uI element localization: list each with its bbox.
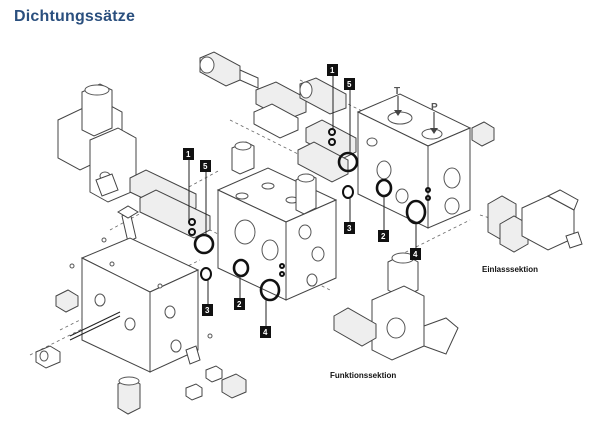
port-markers: T P bbox=[394, 86, 438, 134]
callout-left-1-text: 1 bbox=[186, 150, 191, 159]
callout-left-2: 2 bbox=[234, 298, 245, 310]
callout-left-3: 3 bbox=[202, 304, 213, 316]
callout-right-1: 1 bbox=[327, 64, 338, 76]
callout-left-5: 5 bbox=[200, 160, 211, 172]
callout-left-1: 1 bbox=[183, 148, 194, 160]
end-plate bbox=[80, 237, 201, 373]
callout-right-3: 3 bbox=[344, 222, 355, 234]
callout-left-4: 4 bbox=[260, 326, 271, 338]
callout-right-3-text: 3 bbox=[347, 224, 352, 233]
left-small-parts bbox=[35, 237, 247, 415]
callout-left-4-text: 4 bbox=[263, 328, 268, 337]
callout-right-1-text: 1 bbox=[330, 66, 335, 75]
callout-left-5-text: 5 bbox=[203, 162, 208, 171]
callout-right-4-text: 4 bbox=[413, 250, 418, 259]
left-spools bbox=[117, 169, 211, 243]
callout-leaders bbox=[188, 76, 417, 326]
callout-right-5: 5 bbox=[344, 78, 355, 90]
port-p-label: P bbox=[431, 102, 438, 113]
left-top-bolts bbox=[199, 51, 307, 175]
inlet-section-body bbox=[356, 93, 472, 229]
function-section-body bbox=[216, 167, 338, 301]
callout-left-2-text: 2 bbox=[237, 300, 242, 309]
left-seal-set bbox=[188, 218, 285, 302]
function-actuator bbox=[333, 252, 459, 361]
callout-left-3-text: 3 bbox=[205, 306, 210, 315]
port-t-label: T bbox=[394, 86, 400, 97]
function-section-label: Funktionssektion bbox=[330, 371, 396, 380]
callout-right-2: 2 bbox=[378, 230, 389, 242]
right-side-parts bbox=[471, 121, 583, 253]
page-title: Dichtungssätze bbox=[14, 8, 136, 25]
left-actuator bbox=[57, 83, 137, 203]
callout-right-5-text: 5 bbox=[347, 80, 352, 89]
callout-right-2-text: 2 bbox=[381, 232, 386, 241]
right-upper-bolts bbox=[295, 77, 357, 215]
inlet-section-label: Einlasssektion bbox=[482, 265, 538, 274]
callout-right-4: 4 bbox=[410, 248, 421, 260]
